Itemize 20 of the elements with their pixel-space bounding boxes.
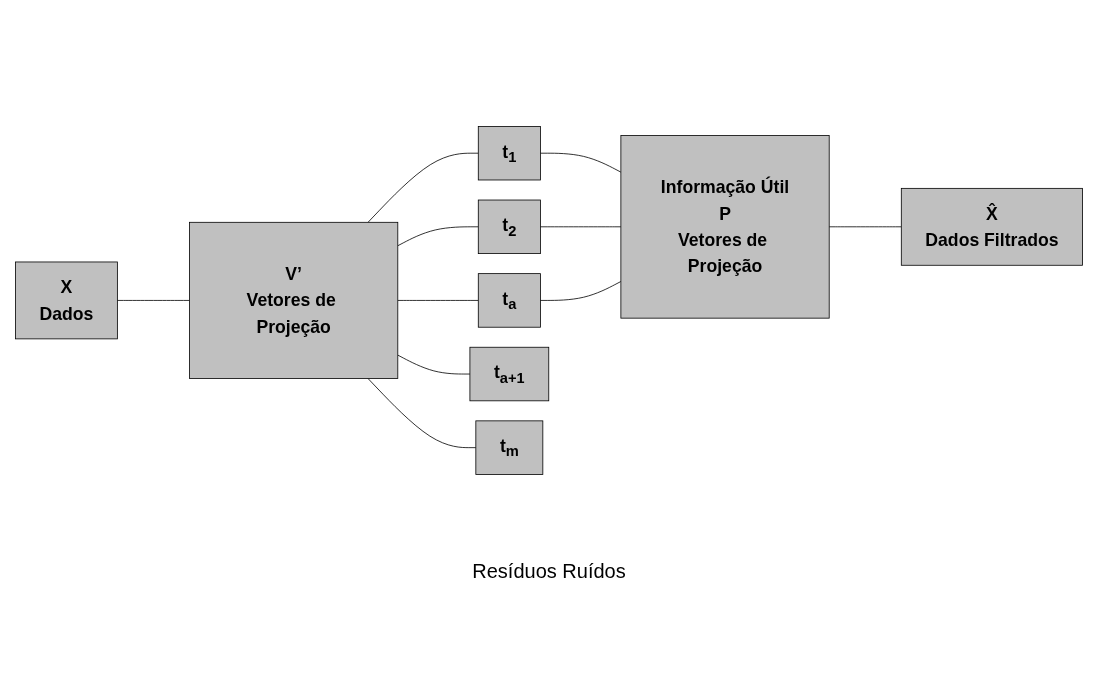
connector xyxy=(397,299,479,301)
note-text: Resíduos Ruídos xyxy=(472,560,626,582)
connector xyxy=(397,226,479,246)
connector xyxy=(828,226,902,227)
node-box: t$_{a}$ xyxy=(477,272,541,328)
connector xyxy=(367,377,477,448)
connector xyxy=(397,354,471,374)
connector xyxy=(367,152,479,223)
node-box: t$_{1}$ xyxy=(477,125,541,180)
node-box: X̂ Dados Filtrados xyxy=(900,187,1083,266)
connector xyxy=(540,152,622,173)
connector xyxy=(540,280,622,301)
node-box: t$_{m}$ xyxy=(475,420,544,475)
node-box: X Dados xyxy=(15,261,118,339)
node-box: V’ Vetores de Projeção xyxy=(189,221,399,379)
node-box: Informação Útil P Vetores de Projeção xyxy=(620,134,830,319)
connector xyxy=(540,226,622,227)
node-box: t$_{2}$ xyxy=(477,199,541,254)
node-box: t$_{a+1}$ xyxy=(469,346,550,401)
connector xyxy=(116,299,190,301)
